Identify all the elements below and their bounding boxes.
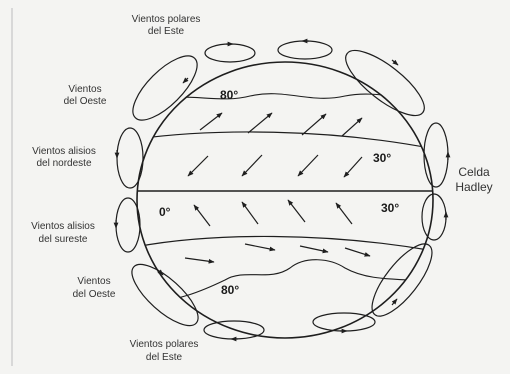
svg-text:del nordeste: del nordeste [36, 158, 91, 169]
north-polar-front [150, 94, 430, 100]
polar-cell-top-left [205, 44, 255, 62]
ferrel-cell-north-right [337, 40, 434, 126]
svg-text:del Este: del Este [146, 352, 183, 363]
polar-cell-top-right [278, 41, 332, 59]
label-hadley-cell: Celda Hadley [455, 165, 492, 194]
wind-arrow [336, 203, 352, 224]
wind-arrow [248, 113, 272, 133]
label-se-trades: Vientos alisios del sureste [31, 221, 95, 245]
wind-arrow [342, 118, 362, 136]
se-trades-arrows [194, 200, 352, 226]
polar-cell-bottom-right [313, 313, 375, 331]
wind-arrow [242, 155, 262, 176]
ferrel-cell-north-left [123, 46, 206, 129]
hadley-cell-south-left [116, 198, 140, 252]
south-30-boundary [130, 236, 440, 252]
svg-text:Vientos polares: Vientos polares [132, 14, 201, 25]
label-polar-easterlies-bottom: Vientos polares del Este [130, 339, 199, 363]
wind-arrow [302, 114, 326, 135]
westerlies-south-arrows [185, 244, 370, 262]
south-polar-front [140, 260, 440, 305]
wind-arrow [194, 205, 210, 226]
hadley-cell-north-left [117, 128, 143, 188]
svg-text:Celda: Celda [458, 165, 490, 179]
wind-arrow [345, 248, 370, 256]
wind-arrow [344, 157, 362, 177]
wind-arrow [300, 246, 328, 252]
label-ne-trades: Vientos alisios del nordeste [32, 146, 96, 169]
wind-arrow [288, 200, 305, 222]
wind-arrow [188, 156, 208, 176]
latitude-label-south-30: 30° [381, 201, 399, 215]
wind-arrow [245, 244, 275, 250]
svg-text:Vientos alisios: Vientos alisios [31, 221, 95, 232]
svg-text:del Oeste: del Oeste [73, 289, 116, 300]
wind-arrow [200, 113, 222, 130]
label-westerlies-north: Vientos del Oeste [64, 84, 107, 107]
label-westerlies-south: Vientos del Oeste [73, 276, 116, 300]
svg-text:Vientos: Vientos [77, 276, 110, 287]
svg-text:Vientos: Vientos [68, 84, 101, 95]
latitude-label-north-30: 30° [373, 151, 391, 165]
globe-interior [130, 94, 440, 305]
wind-arrow [185, 258, 214, 262]
svg-text:Vientos alisios: Vientos alisios [32, 146, 96, 157]
circulation-cells [116, 40, 448, 339]
north-30-boundary [130, 132, 440, 150]
svg-text:del Este: del Este [148, 26, 185, 37]
label-polar-easterlies-top: Vientos polares del Este [132, 14, 201, 37]
ne-trades-arrows [188, 155, 362, 177]
hadley-cell-south-right [422, 194, 446, 240]
svg-text:Hadley: Hadley [455, 180, 492, 194]
svg-text:del Oeste: del Oeste [64, 96, 107, 107]
latitude-label-equator: 0° [159, 205, 171, 219]
ferrel-cell-south-left [123, 255, 207, 335]
wind-arrow [242, 202, 258, 224]
hadley-cell-north-right [424, 123, 448, 187]
latitude-label-north-80: 80° [220, 88, 238, 102]
svg-text:del sureste: del sureste [39, 234, 88, 245]
latitude-label-south-80: 80° [221, 283, 239, 297]
wind-arrow [298, 155, 318, 176]
svg-text:Vientos polares: Vientos polares [130, 339, 199, 350]
